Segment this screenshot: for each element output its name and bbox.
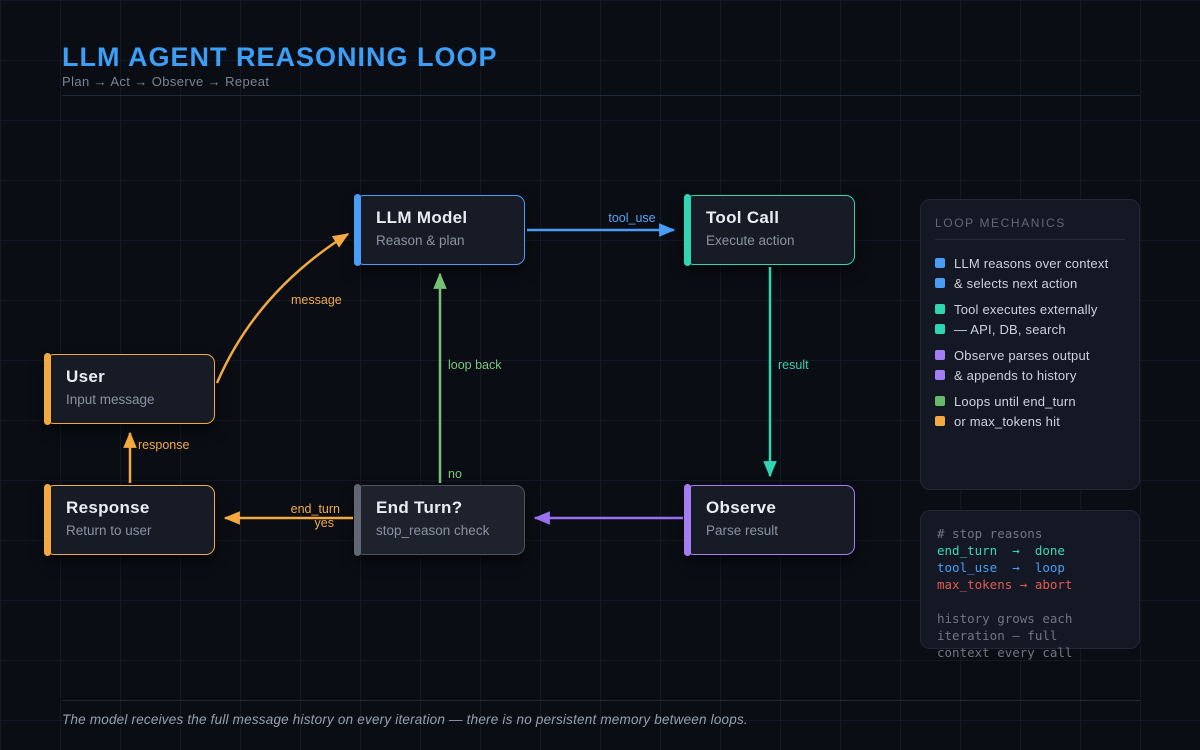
legend-item: LLM reasons over context (935, 253, 1125, 273)
page-title: LLM AGENT REASONING LOOP (62, 42, 498, 72)
edge-label-end-turn: end_turn (291, 502, 340, 516)
orange-swatch-icon (935, 416, 945, 426)
node-response: Response Return to user (44, 484, 215, 556)
purple-swatch-icon (935, 350, 945, 360)
node-title: LLM Model (376, 208, 468, 227)
edge-label-message: message (291, 293, 342, 307)
teal-swatch-icon (935, 304, 945, 314)
legend-item-label: — API, DB, search (954, 321, 1066, 337)
legend-title: LOOP MECHANICS (935, 216, 1125, 240)
node-title: Observe (706, 498, 777, 517)
edge-label-yes: yes (315, 516, 334, 530)
green-swatch-icon (935, 396, 945, 406)
stop-reasons-panel: # stop reasons end_turn → done tool_use … (920, 510, 1140, 660)
legend-item: or max_tokens hit (935, 411, 1125, 431)
node-user: User Input message (44, 353, 215, 425)
legend-item-label: Observe parses output (954, 347, 1090, 363)
edge-label-response: response (138, 438, 189, 452)
node-subtitle: stop_reason check (376, 523, 490, 538)
accent-bar (354, 484, 361, 556)
accent-bar (354, 194, 361, 266)
node-subtitle: Reason & plan (376, 233, 465, 248)
node-subtitle: Parse result (706, 523, 779, 538)
node-tool-call: Tool Call Execute action (684, 194, 855, 266)
code-line: end_turn → done (937, 543, 1065, 558)
legend-panel: LOOP MECHANICS LLM reasons over context … (920, 199, 1140, 490)
code-line: history grows each (937, 611, 1073, 626)
edge-user-to-llm (215, 232, 350, 384)
purple-swatch-icon (935, 370, 945, 380)
node-title: User (66, 367, 106, 386)
code-line: iteration — full (937, 628, 1058, 643)
edge-label-result: result (778, 358, 809, 372)
code-line: max_tokens → abort (937, 577, 1073, 592)
legend-item-label: or max_tokens hit (954, 413, 1061, 429)
legend-item: & appends to history (935, 365, 1125, 385)
legend-item-label: Tool executes externally (954, 301, 1098, 317)
footer-note: The model receives the full message hist… (62, 712, 748, 727)
node-end-turn: End Turn? stop_reason check (354, 484, 525, 556)
node-subtitle: Return to user (66, 523, 152, 538)
legend-item-label: Loops until end_turn (954, 393, 1076, 409)
node-subtitle: Execute action (706, 233, 795, 248)
header-divider (62, 95, 1140, 96)
code-line: tool_use → loop (937, 560, 1065, 575)
blue-swatch-icon (935, 278, 945, 288)
node-subtitle: Input message (66, 392, 155, 407)
code-line: # stop reasons (937, 526, 1043, 541)
teal-swatch-icon (935, 324, 945, 334)
page-subtitle: Plan → Act → Observe → Repeat (62, 74, 270, 89)
node-title: End Turn? (376, 498, 463, 517)
legend-item: Tool executes externally (935, 299, 1125, 319)
legend-item-label: LLM reasons over context (954, 255, 1109, 271)
node-llm-model: LLM Model Reason & plan (354, 194, 525, 266)
blue-swatch-icon (935, 258, 945, 268)
accent-bar (44, 484, 51, 556)
footer-divider (62, 700, 1140, 701)
legend-item: Observe parses output (935, 345, 1125, 365)
accent-bar (44, 353, 51, 425)
node-observe: Observe Parse result (684, 484, 855, 556)
code-line (937, 593, 1139, 610)
legend-item: Loops until end_turn (935, 391, 1125, 411)
edge-label-tool-use: tool_use (608, 211, 655, 225)
node-title: Response (66, 498, 150, 517)
accent-bar (684, 194, 691, 266)
edge-label-loop-back: loop back (448, 358, 502, 372)
legend-item: — API, DB, search (935, 319, 1125, 339)
legend-item-label: & appends to history (954, 367, 1077, 383)
legend-item: & selects next action (935, 273, 1125, 293)
node-title: Tool Call (706, 208, 780, 227)
accent-bar (684, 484, 691, 556)
legend-item-label: & selects next action (954, 275, 1078, 291)
edge-label-no: no (448, 467, 462, 481)
code-line: context every call (937, 645, 1073, 660)
